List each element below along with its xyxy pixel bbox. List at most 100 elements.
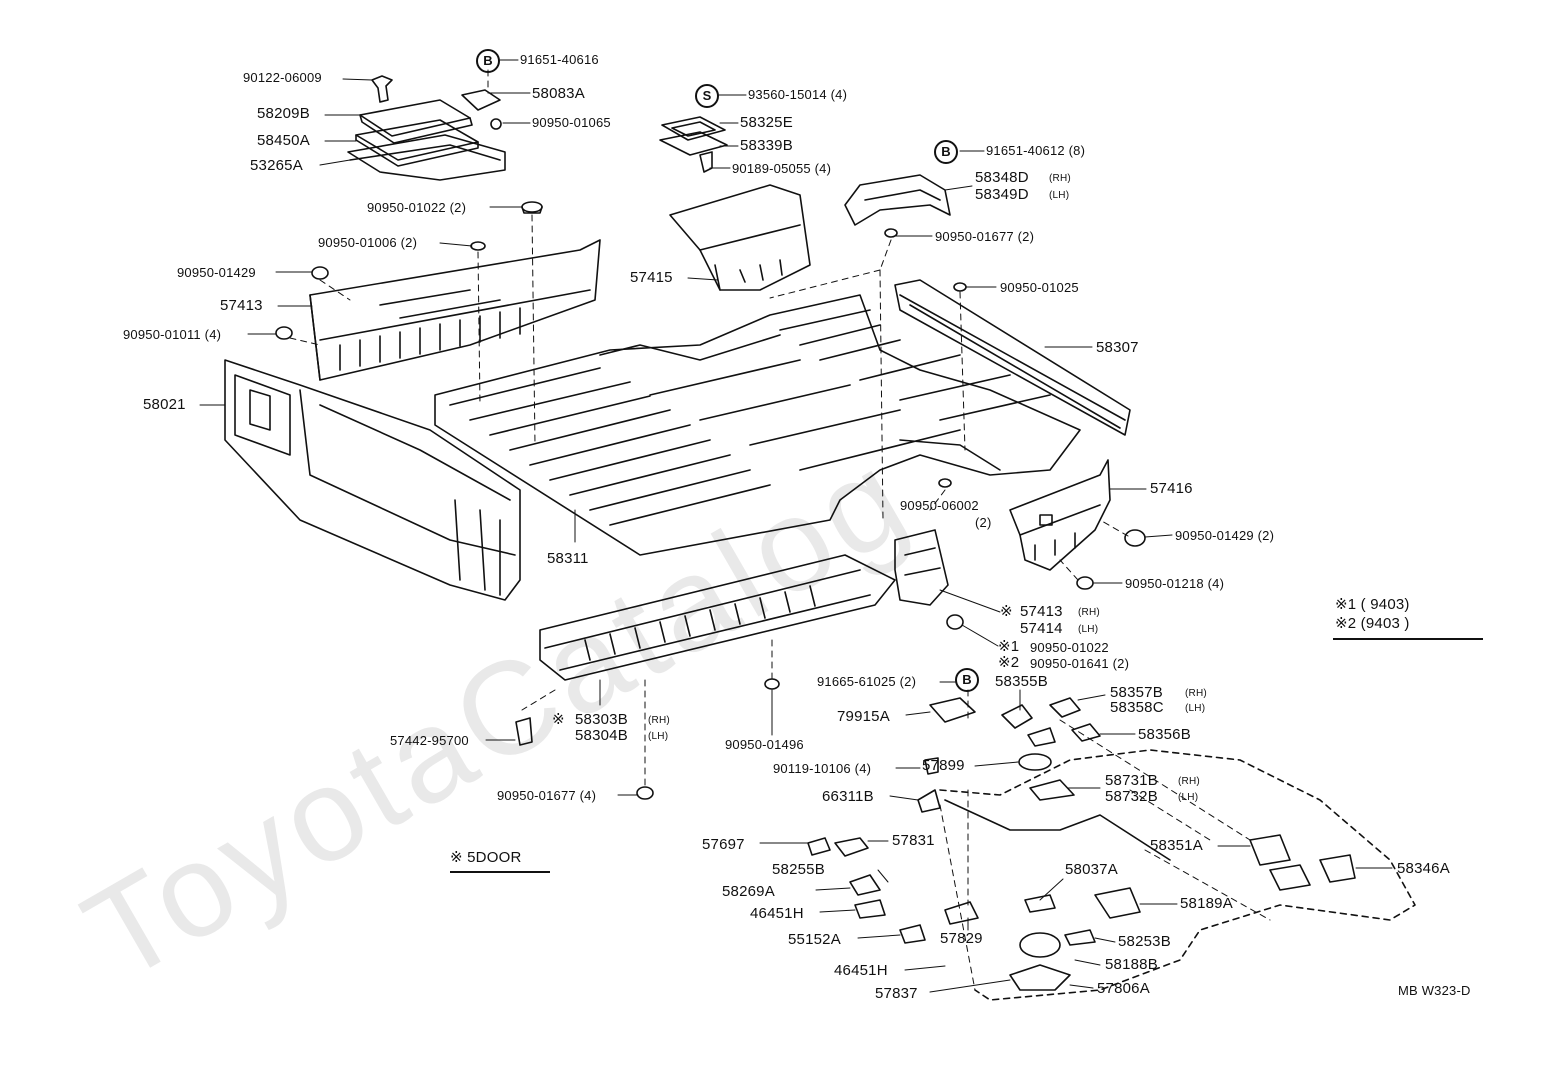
label-58357b: 58357B [1110, 684, 1163, 701]
label-79915a: 79915A [837, 708, 890, 725]
label-57829: 57829 [940, 930, 983, 947]
label-58346a: 58346A [1397, 860, 1450, 877]
label-57831: 57831 [892, 832, 935, 849]
label-58209b: 58209B [257, 105, 310, 122]
label-55152a: 55152A [788, 931, 841, 948]
label-90950-06002-qty: (2) [975, 515, 992, 530]
label-58732b: 58732B [1105, 788, 1158, 805]
note2-mark: ※2 [998, 654, 1020, 671]
label-46451h-a: 46451H [750, 905, 804, 922]
label-58253b: 58253B [1118, 933, 1171, 950]
label-58311: 58311 [547, 550, 589, 567]
label-lh: (LH) [1049, 190, 1070, 201]
label-58351a: 58351A [1150, 837, 1203, 854]
label-57414-lh: 57414 [1020, 620, 1063, 637]
label-58339b: 58339B [740, 137, 793, 154]
label-90119-10106: 90119-10106 (4) [773, 761, 872, 776]
label-lh: (LH) [1178, 792, 1199, 803]
label-57899: 57899 [922, 757, 965, 774]
star-mark: ※ [1000, 603, 1013, 620]
label-58355b: 58355B [995, 673, 1048, 690]
star-mark: ※ [552, 711, 565, 728]
label-57837: 57837 [875, 985, 918, 1002]
label-90950-06002: 90950-06002 [900, 498, 979, 513]
label-lh: (LH) [648, 731, 669, 742]
door-note-underline [450, 871, 550, 873]
label-90950-01677-2: 90950-01677 (2) [935, 229, 1035, 244]
label-57413-rh: 57413 [1020, 603, 1063, 620]
service-hole-cover-assembly [347, 75, 506, 181]
label-91651-40612: 91651-40612 (8) [986, 143, 1086, 158]
b-circle-icon: B [476, 49, 500, 73]
label-58303b: 58303B [575, 711, 628, 728]
label-58083a: 58083A [532, 85, 585, 102]
label-rh: (RH) [648, 715, 670, 726]
label-53265a: 53265A [250, 157, 303, 174]
label-58189a: 58189A [1180, 895, 1233, 912]
legend-note1: ※1 ( 9403) [1335, 596, 1410, 613]
label-58356b: 58356B [1138, 726, 1191, 743]
label-90950-01025: 90950-01025 [1000, 280, 1079, 295]
label-58731b: 58731B [1105, 772, 1158, 789]
legend-note2: ※2 (9403 ) [1335, 615, 1410, 632]
diagram-code: MB W323-D [1398, 983, 1471, 998]
label-90122-06009: 90122-06009 [243, 70, 322, 85]
label-57415: 57415 [630, 269, 673, 286]
label-58255b: 58255B [772, 861, 825, 878]
label-58307: 58307 [1096, 339, 1139, 356]
crossmember-57413 [309, 239, 601, 381]
bracket-57413-rh [894, 529, 949, 606]
label-58037a: 58037A [1065, 861, 1118, 878]
label-58358c: 58358C [1110, 699, 1164, 716]
label-91665-61025: 91665-61025 (2) [817, 674, 917, 689]
label-rh: (RH) [1049, 173, 1071, 184]
b-circle-icon: B [955, 668, 979, 692]
label-90950-01218: 90950-01218 (4) [1125, 576, 1225, 591]
label-90950-01429: 90950-01429 [177, 265, 256, 280]
door-note: ※ 5DOOR [450, 849, 522, 866]
label-90950-01011: 90950-01011 (4) [123, 327, 222, 342]
plugs [275, 201, 1146, 800]
label-90950-01022-2: 90950-01022 (2) [367, 200, 467, 215]
label-rh: (RH) [1178, 776, 1200, 787]
label-93560-15014: 93560-15014 (4) [748, 87, 848, 102]
rear-member-58307 [894, 279, 1131, 436]
floor-panel-58311 [434, 294, 1081, 556]
small-brackets [807, 697, 1356, 991]
label-57416: 57416 [1150, 480, 1193, 497]
label-90950-01006: 90950-01006 (2) [318, 235, 418, 250]
label-lh: (LH) [1185, 703, 1206, 714]
label-90950-01022-n1: 90950-01022 [1030, 640, 1109, 655]
label-58325e: 58325E [740, 114, 793, 131]
label-lh: (LH) [1078, 624, 1099, 635]
label-57806a: 57806A [1097, 980, 1150, 997]
small-cover-parts [659, 116, 728, 173]
label-66311b: 66311B [822, 788, 874, 805]
s-circle-icon: S [695, 84, 719, 108]
side-rail-58303b [539, 554, 896, 681]
label-90950-01065: 90950-01065 [532, 115, 611, 130]
b-circle-icon: B [934, 140, 958, 164]
label-rh: (RH) [1078, 607, 1100, 618]
bracket-57415 [669, 184, 811, 291]
label-57442-95700: 57442-95700 [390, 733, 469, 748]
label-90189-05055: 90189-05055 (4) [732, 161, 832, 176]
label-58348d: 58348D [975, 169, 1029, 186]
label-46451h-b: 46451H [834, 962, 888, 979]
label-91651-40616: 91651-40616 [520, 52, 599, 67]
leader-lines [199, 59, 1393, 993]
lower-panel-outline [939, 749, 1416, 1001]
dashed-lines [289, 69, 1271, 991]
label-58021: 58021 [143, 396, 186, 413]
label-58188b: 58188B [1105, 956, 1158, 973]
label-58304b: 58304B [575, 727, 628, 744]
side-sill-58021 [224, 359, 521, 601]
label-rh: (RH) [1185, 688, 1207, 699]
label-57697: 57697 [702, 836, 745, 853]
label-58269a: 58269A [722, 883, 775, 900]
label-90950-01429-2: 90950-01429 (2) [1175, 528, 1275, 543]
bracket-57416 [1009, 459, 1111, 571]
label-58349d: 58349D [975, 186, 1029, 203]
label-57413: 57413 [220, 297, 263, 314]
